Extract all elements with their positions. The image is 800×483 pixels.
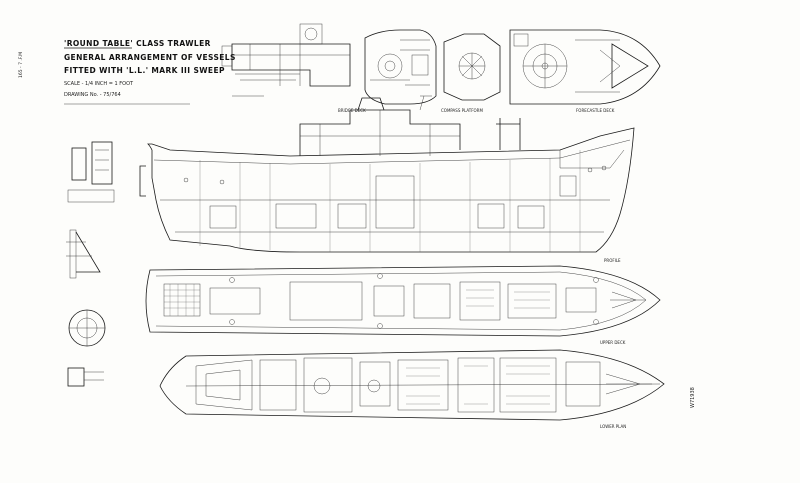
bridge-deck-label: BRIDGE DECK [338, 108, 366, 113]
upper-deck-label: UPPER DECK [600, 340, 626, 345]
drawing-title: 'ROUND TABLE' CLASS TRAWLER [64, 39, 211, 48]
title-block: 'ROUND TABLE' CLASS TRAWLER GENERAL ARRA… [64, 39, 236, 105]
drawing-number: DRAWING No. - 75/764 [64, 92, 121, 98]
drawing-subtitle-2: FITTED WITH 'L.L.' MARK III SWEEP [64, 66, 225, 75]
right-margin-label: W71938 [690, 387, 696, 408]
drawing-subtitle-1: GENERAL ARRANGEMENT OF VESSELS [64, 53, 236, 62]
profile-view: PROFILE [139, 95, 635, 263]
lower-plan-label: LOWER PLAN [600, 424, 626, 429]
compass-platform-label: COMPASS PLATFORM [441, 108, 483, 113]
left-margin-label: 165 - 7 .F.M [18, 52, 24, 78]
wheelhouse-plan [364, 29, 437, 105]
side-detail-sketches [66, 141, 115, 387]
upper-deck-plan: UPPER DECK [145, 265, 661, 345]
bridge-deck-plan: BRIDGE DECK [221, 23, 366, 113]
profile-label: PROFILE [604, 258, 621, 263]
drawing-scale: SCALE - 1/4 INCH = 1 FOOT [64, 81, 134, 87]
compass-platform-plan: COMPASS PLATFORM [441, 33, 501, 113]
forecastle-deck-label: FORECASTLE DECK [576, 108, 615, 113]
lower-plan: LOWER PLAN [159, 349, 665, 429]
forecastle-deck-plan: FORECASTLE DECK [509, 29, 661, 113]
